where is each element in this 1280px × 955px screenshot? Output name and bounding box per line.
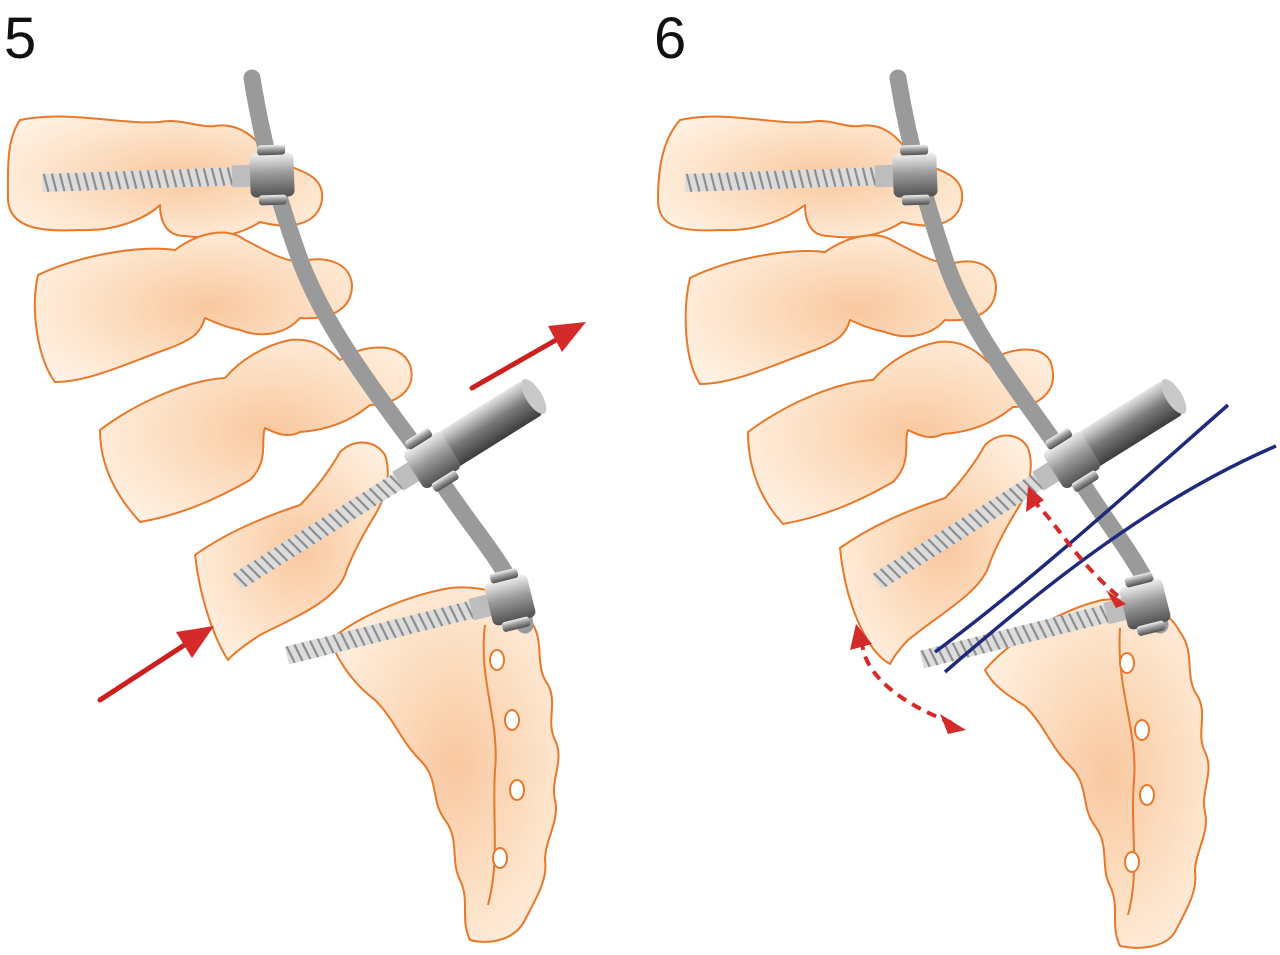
sacral-foramen	[1119, 652, 1135, 674]
panel-label: 6	[654, 6, 687, 71]
translation-arrow-lower	[97, 626, 214, 703]
panel-6: 6	[640, 0, 1280, 955]
vertebra-3	[99, 338, 413, 523]
sacral-foramen	[1134, 719, 1150, 741]
panel-label: 5	[4, 6, 37, 71]
vertebra-2	[684, 234, 997, 385]
sacral-foramen	[504, 709, 520, 731]
osteotomy-line-2	[943, 444, 1277, 674]
sacrum	[984, 598, 1210, 949]
screw-extension-tube	[423, 381, 543, 475]
vertebra-2	[33, 231, 353, 383]
sacral-foramen	[489, 649, 505, 671]
vertebra-3	[747, 340, 1055, 525]
osteotomy-line-1	[933, 403, 1230, 654]
pedicle-screw-2	[870, 378, 1187, 593]
translation-arrow-up	[469, 322, 586, 391]
pedicle-screw-2	[230, 378, 547, 593]
sacral-foramen	[509, 779, 525, 801]
sacral-foramen	[492, 847, 508, 869]
rotation-arrow-upper	[1026, 486, 1126, 608]
sacral-foramen	[1139, 784, 1155, 806]
spine-diagram	[6, 69, 586, 943]
screw-extension-tube	[1063, 381, 1183, 475]
panel-5: 5	[4, 6, 586, 943]
sacral-foramen	[1124, 851, 1140, 873]
spine-diagram	[657, 69, 1277, 949]
rotation-arrow-lower	[850, 624, 966, 734]
